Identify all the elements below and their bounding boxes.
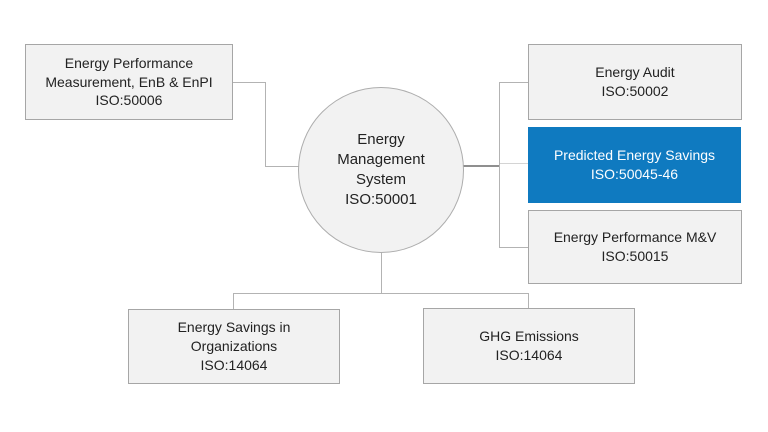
node-title-line1: Energy <box>357 130 405 148</box>
node-energy-savings-in-organizations: Energy Savings in Organizations ISO:1406… <box>128 309 340 384</box>
connector-branch-audit <box>499 82 529 83</box>
node-energy-performance-mv: Energy Performance M&V ISO:50015 <box>528 210 742 284</box>
node-energy-management-system: Energy Management System ISO:50001 <box>298 87 464 253</box>
node-energy-audit: Energy Audit ISO:50002 <box>528 44 742 120</box>
node-text: GHG Emissions ISO:14064 <box>479 327 579 365</box>
node-title-line2: Management <box>337 150 425 168</box>
node-text: Energy Savings in Organizations ISO:1406… <box>149 318 319 374</box>
connector-branch-mv <box>499 247 529 248</box>
node-title-line3: System <box>355 171 406 188</box>
connector-center-to-right-trunk <box>463 165 499 167</box>
connector-bottom-rail <box>233 293 529 294</box>
node-text: Energy Performance Measurement, EnB & En… <box>31 54 227 110</box>
node-ghg-emissions: GHG Emissions ISO:14064 <box>423 308 635 384</box>
node-text: Energy Audit ISO:50002 <box>595 63 674 101</box>
node-text: Energy Management System ISO:50001 <box>337 130 425 211</box>
node-title: Energy Performance Measurement, EnB & En… <box>45 54 213 90</box>
connector-center-to-bottom <box>381 252 382 294</box>
node-title: GHG Emissions <box>479 328 579 345</box>
node-title: Energy Audit <box>595 64 675 81</box>
node-iso-code: ISO:14064 <box>495 347 563 363</box>
node-predicted-energy-savings-highlighted: Predicted Energy Savings ISO:50045-46 <box>528 127 741 203</box>
node-text: Energy Performance M&V ISO:50015 <box>554 228 717 266</box>
node-iso-code: ISO:50045-46 <box>590 166 679 182</box>
connector-stub-ghg <box>528 293 529 308</box>
connector-branch-predicted <box>500 163 529 164</box>
node-iso-code: ISO:14064 <box>200 356 268 373</box>
node-iso-code: ISO:50006 <box>95 92 163 109</box>
connector-measurement-elbow-top <box>233 82 266 83</box>
node-iso-code: ISO:50002 <box>601 83 669 99</box>
node-iso-code: ISO:50001 <box>345 191 417 209</box>
connector-measurement-to-center <box>265 166 299 167</box>
node-title: Predicted Energy Savings <box>553 147 716 164</box>
node-iso-code: ISO:50015 <box>601 248 669 264</box>
node-energy-performance-measurement: Energy Performance Measurement, EnB & En… <box>25 44 233 120</box>
connector-measurement-elbow-drop <box>265 82 266 167</box>
connector-stub-savings-org <box>233 293 234 309</box>
node-title: Energy Performance M&V <box>553 229 717 246</box>
connector-right-trunk <box>499 82 500 248</box>
node-text: Predicted Energy Savings ISO:50045-46 <box>554 146 715 184</box>
node-title: Energy Savings in Organizations <box>177 319 291 355</box>
